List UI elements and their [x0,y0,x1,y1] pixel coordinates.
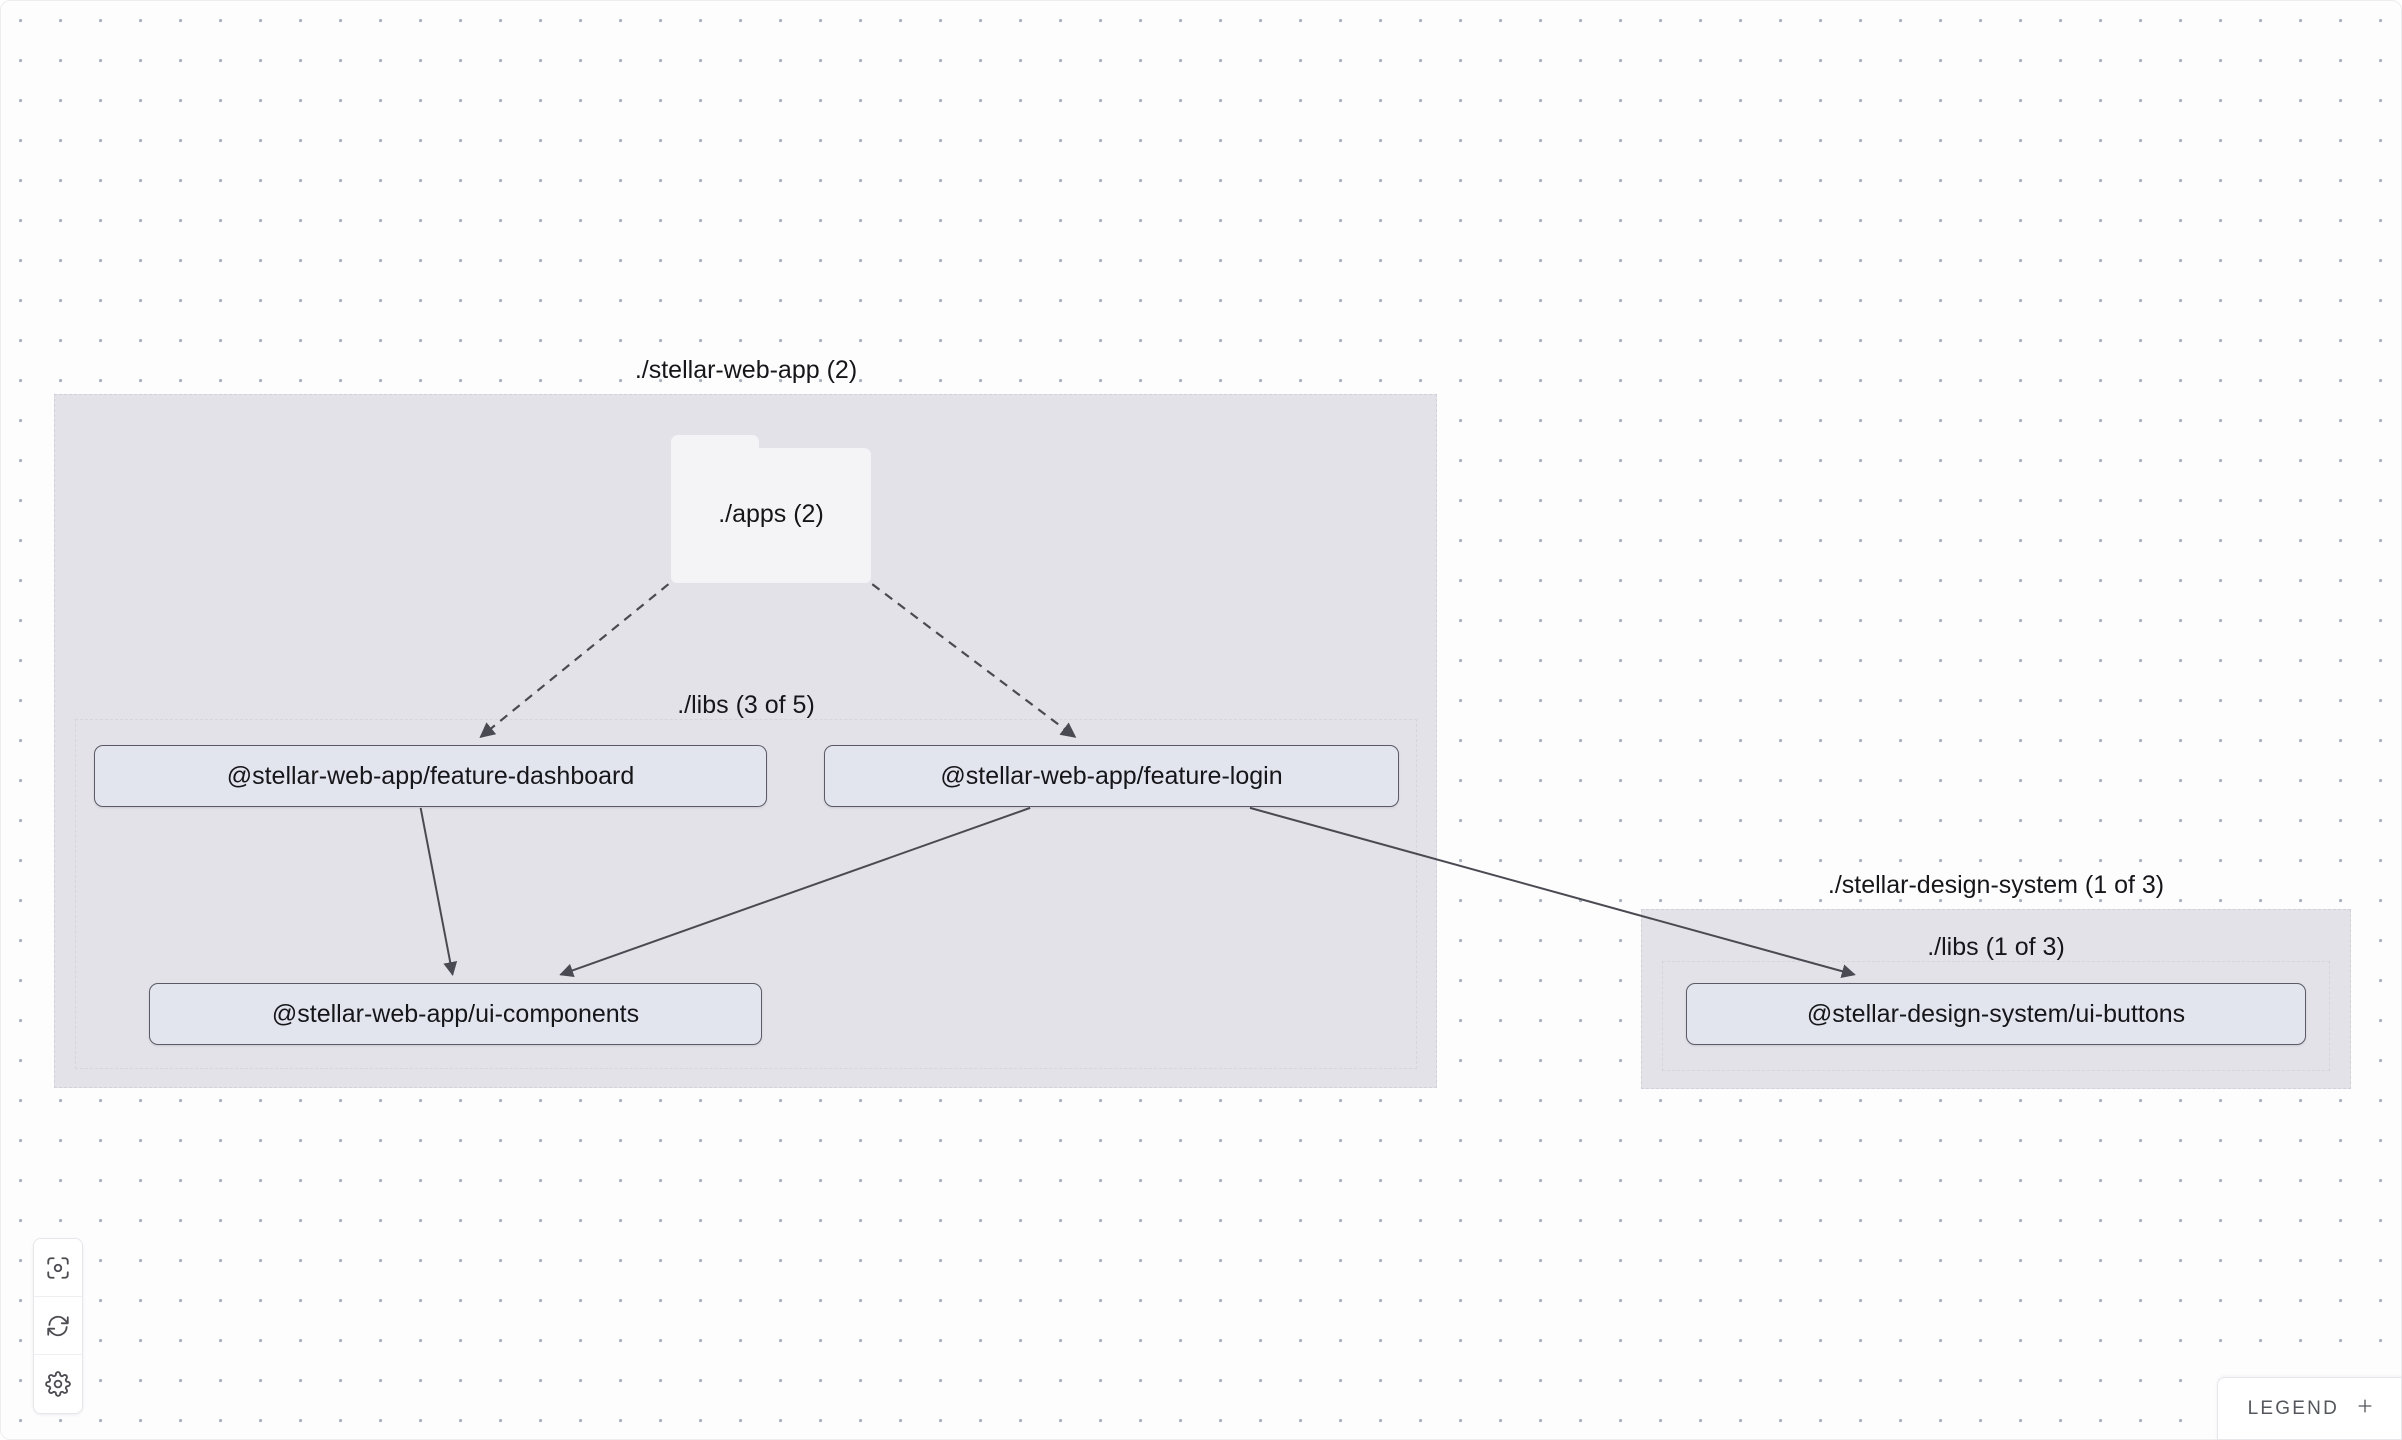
focus-button[interactable] [34,1239,82,1297]
group-stellar-design-system-libs[interactable] [1662,961,2330,1071]
focus-target-icon [45,1255,71,1281]
settings-button[interactable] [34,1355,82,1413]
graph-toolbar [33,1238,83,1414]
folder-body [671,448,871,583]
folder-icon-shape [671,435,871,583]
gear-icon [45,1371,71,1397]
folder-label-apps: ./apps (2) [718,499,824,528]
project-node-feature-dashboard[interactable]: @stellar-web-app/feature-dashboard [94,745,767,807]
group-label-stellar-web-app: ./stellar-web-app (2) [634,356,858,384]
project-node-feature-login[interactable]: @stellar-web-app/feature-login [824,745,1399,807]
group-label-stellar-design-system: ./stellar-design-system (1 of 3) [1827,871,2165,899]
plus-icon[interactable] [2355,1396,2375,1421]
legend-title: LEGEND [2247,1398,2339,1419]
group-label-stellar-web-app-libs: ./libs (3 of 5) [677,691,815,719]
refresh-icon [45,1313,71,1339]
project-node-ui-components[interactable]: @stellar-web-app/ui-components [149,983,762,1045]
project-node-ui-buttons[interactable]: @stellar-design-system/ui-buttons [1686,983,2306,1045]
refresh-button[interactable] [34,1297,82,1355]
folder-node-apps[interactable]: ./apps (2) [671,435,871,583]
legend-panel[interactable]: LEGEND [2216,1377,2402,1440]
group-label-stellar-design-system-libs: ./libs (1 of 3) [1927,933,2065,961]
